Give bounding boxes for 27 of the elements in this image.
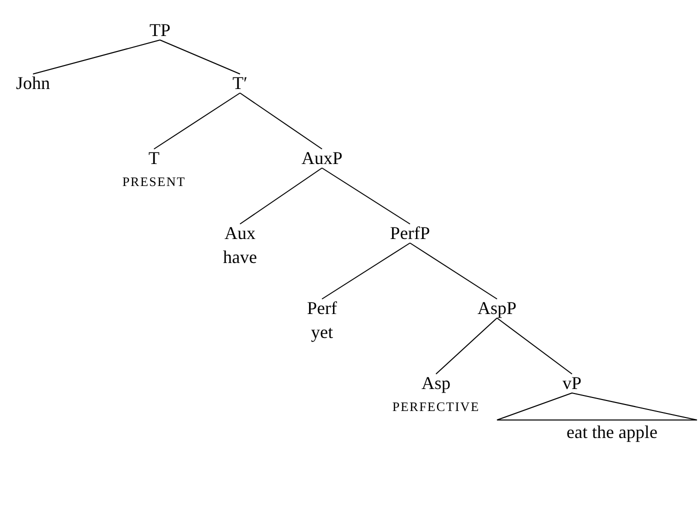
category-label: vP	[562, 371, 582, 395]
tree-branch	[496, 318, 572, 374]
tree-branch	[436, 318, 498, 374]
feature-label: PRESENT	[122, 173, 186, 191]
tree-branch	[160, 40, 240, 74]
category-label: PerfP	[390, 221, 430, 245]
word-label: have	[223, 246, 257, 269]
triangle-branch	[496, 392, 698, 420]
tree-branch	[240, 92, 322, 150]
word-label: John	[16, 71, 50, 95]
category-label: AuxP	[302, 146, 342, 170]
category-label: T′	[232, 71, 248, 95]
category-label: AspP	[478, 296, 516, 320]
category-label: Asp	[422, 372, 450, 395]
feature-label: PERFECTIVE	[392, 398, 480, 416]
tree-branch	[410, 242, 498, 300]
tree-branch	[32, 40, 160, 74]
word-label: yet	[311, 321, 333, 344]
category-label: Aux	[224, 222, 256, 245]
category-label: T	[148, 147, 160, 170]
tree-branch	[154, 92, 240, 150]
tree-branch	[322, 168, 410, 224]
tree-branch	[322, 242, 410, 300]
category-label: TP	[150, 18, 170, 42]
category-label: Perf	[307, 297, 337, 320]
word-label: eat the apple	[566, 420, 658, 444]
tree-branch	[240, 168, 322, 224]
